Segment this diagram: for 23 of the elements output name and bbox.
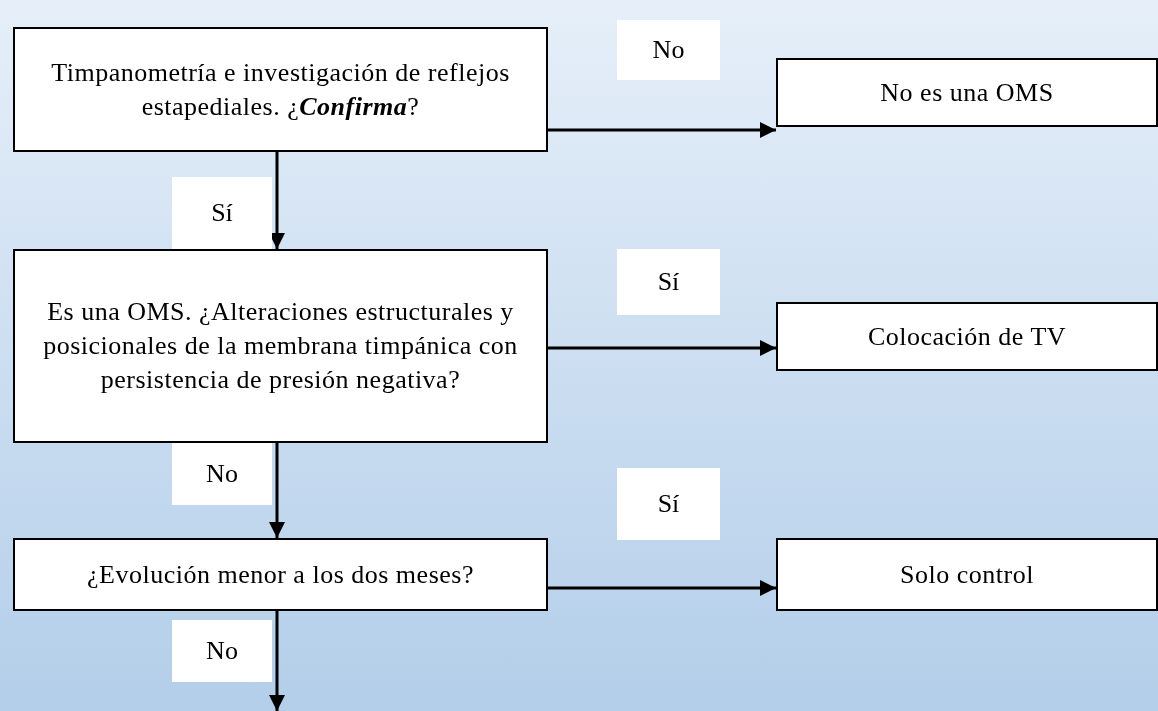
box-text: Colocación de TV xyxy=(867,320,1067,353)
box-text: Timpanometría e investigación de reflejos estapediales. ¿Confirma? xyxy=(50,56,511,123)
arrow xyxy=(548,340,776,356)
box-text: No es una OMS xyxy=(880,76,1054,109)
edge-label: Sí xyxy=(617,468,720,540)
box-text: ¿Evolución menor a los dos meses? xyxy=(87,558,474,591)
arrow xyxy=(269,443,285,538)
edge-label: No xyxy=(172,620,272,682)
process-box xyxy=(13,538,548,611)
arrow xyxy=(269,611,285,711)
arrow xyxy=(548,122,776,138)
box-text: Es una OMS. ¿Alteraciones estructurales y posicionales de la membrana timpánica con persistencia de presión negativa? xyxy=(42,296,519,396)
process-box xyxy=(776,302,1158,371)
box-text: Solo control xyxy=(900,558,1034,591)
process-box xyxy=(13,249,548,443)
edge-label: Sí xyxy=(617,249,720,315)
process-box xyxy=(13,27,548,152)
arrow xyxy=(548,580,776,596)
edge-label: No xyxy=(172,443,272,505)
edge-label: No xyxy=(617,20,720,80)
edge-label: Sí xyxy=(172,177,272,250)
process-box xyxy=(776,538,1158,611)
process-box xyxy=(776,58,1158,127)
